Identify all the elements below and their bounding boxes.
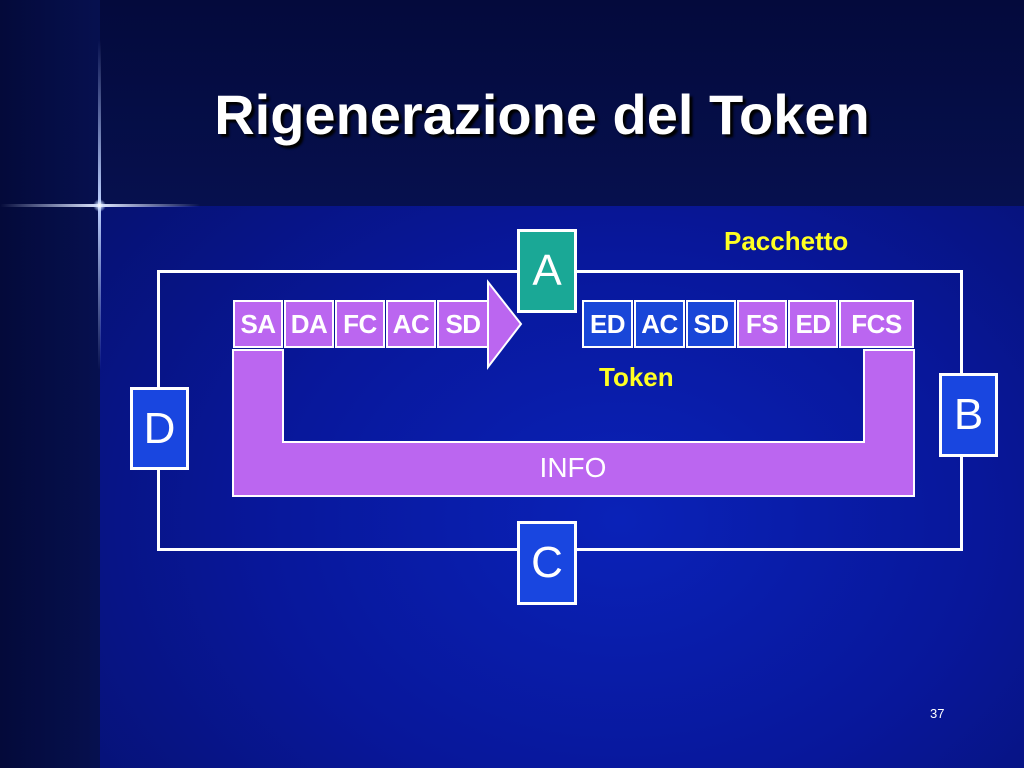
label-token: Token — [599, 362, 674, 392]
page-number: 37 — [930, 706, 945, 721]
field-fc: FC — [335, 300, 385, 348]
station-c: C — [517, 521, 577, 605]
field-sa: SA — [233, 300, 283, 348]
star-sparkle-icon — [93, 199, 106, 212]
field-fcs: FCS — [839, 300, 914, 348]
token-field-sd: SD — [686, 300, 736, 348]
field-fs: FS — [737, 300, 787, 348]
station-b: B — [939, 373, 998, 457]
field-sd: SD — [437, 300, 489, 348]
slide-title: Rigenerazione del Token — [214, 83, 870, 146]
left-decor-strip — [0, 0, 100, 768]
field-ac: AC — [386, 300, 436, 348]
field-da: DA — [284, 300, 334, 348]
label-info: INFO — [539, 452, 607, 483]
token-field-ac: AC — [634, 300, 685, 348]
station-a: A — [517, 229, 577, 313]
station-d: D — [130, 387, 189, 470]
label-pacchetto: Pacchetto — [724, 226, 849, 256]
field-ed: ED — [788, 300, 838, 348]
title-band — [0, 0, 1024, 206]
info-band — [232, 349, 915, 497]
token-field-ed: ED — [582, 300, 633, 348]
